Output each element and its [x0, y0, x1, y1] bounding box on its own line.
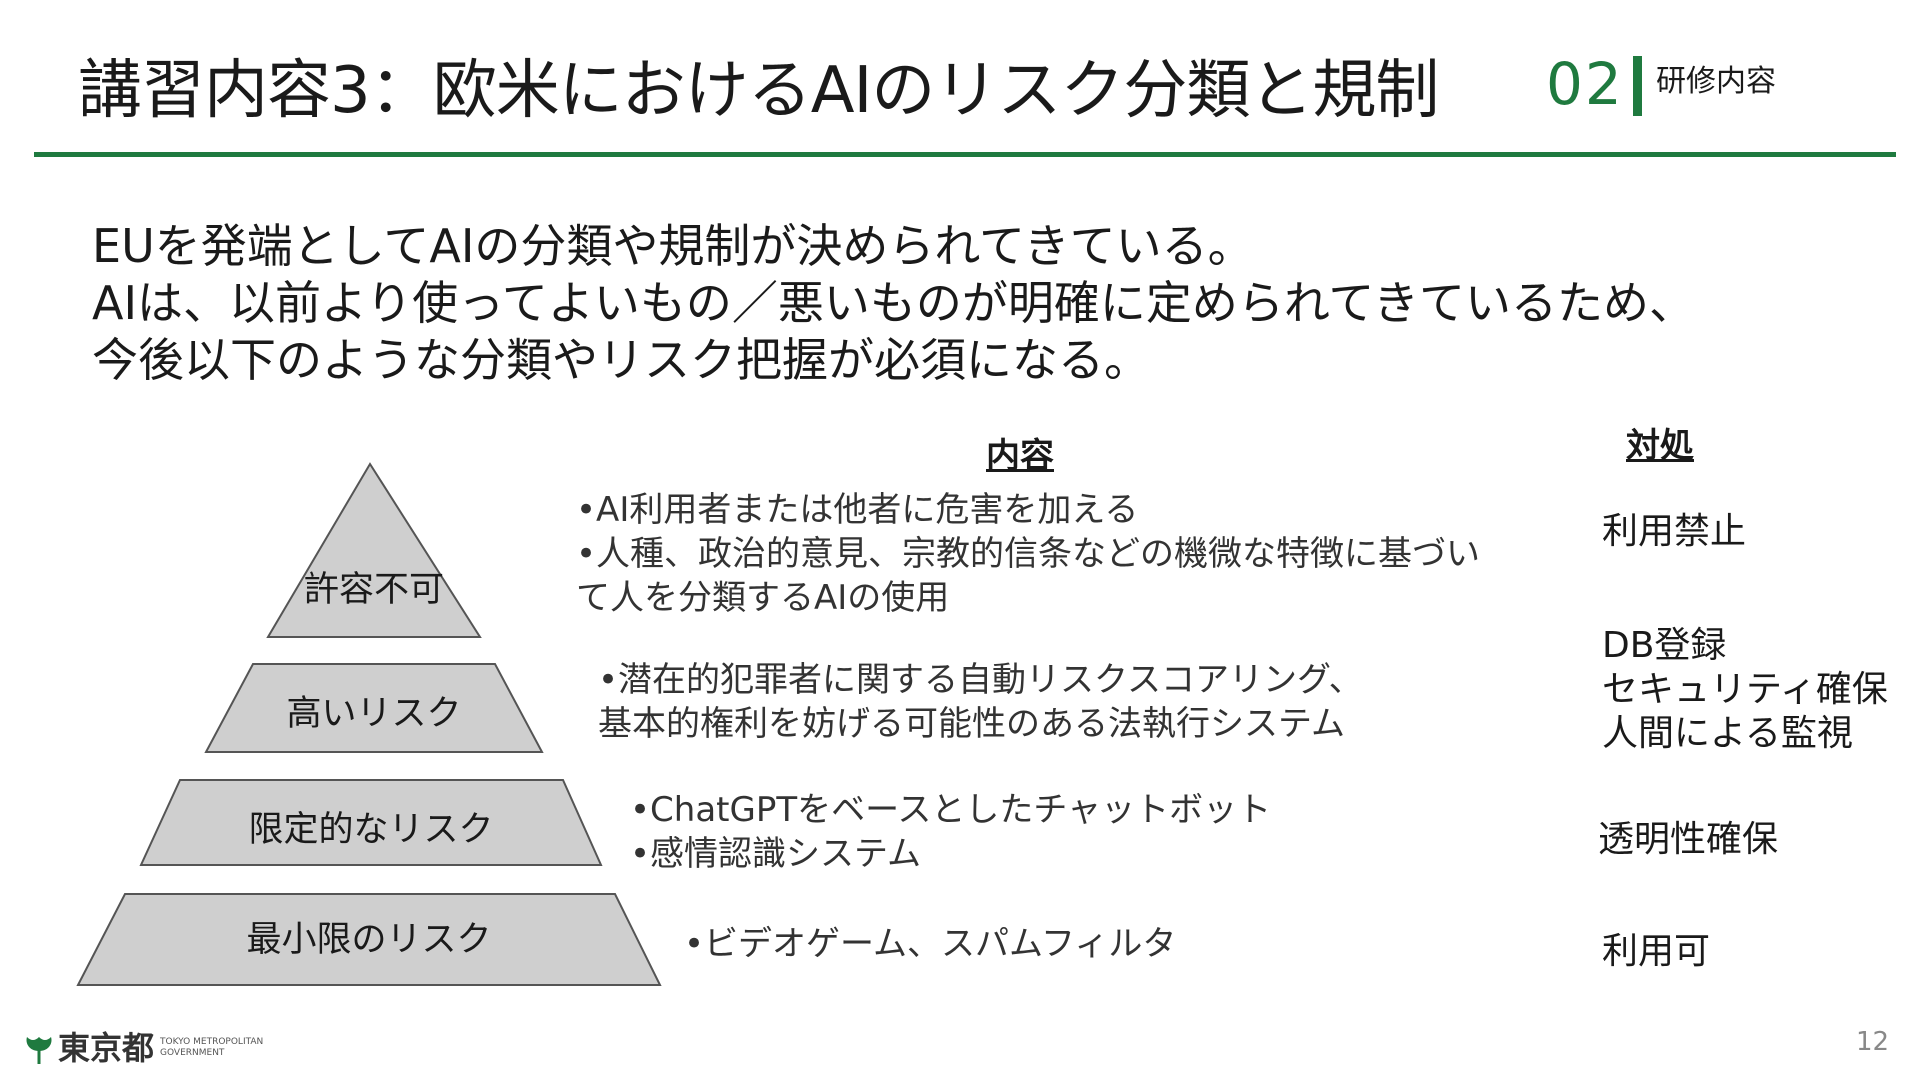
tier-action-high: DB登録 セキュリティ確保 人間による監視 — [1602, 624, 1888, 756]
section-divider-bar — [1633, 56, 1642, 116]
content-line: 基本的権利を妨げる可能性のある法執行システム — [598, 704, 1345, 744]
logo-text: 東京都 — [58, 1029, 155, 1067]
action-line: DB登録 — [1602, 625, 1727, 666]
intro-line: 今後以下のような分類やリスク把握が必須になる。 — [92, 333, 1150, 387]
section-label: 研修内容 — [1656, 64, 1776, 99]
tier-content-minimal: •ビデオゲーム、スパムフィルタ — [684, 922, 1176, 966]
tier-label-high: 高いリスク — [286, 694, 462, 734]
action-line: 利用可 — [1602, 931, 1711, 972]
pyramid-tier-minimal — [76, 893, 662, 986]
action-line: 透明性確保 — [1598, 819, 1779, 860]
tier-content-unacceptable: •AI利用者または他者に危害を加える •人種、政治的意見、宗教的信条などの機微な… — [576, 488, 1480, 620]
action-line: 人間による監視 — [1602, 713, 1853, 754]
action-column-header: 対処 — [1626, 426, 1694, 466]
content-line: •感情認識システム — [630, 834, 922, 874]
section-number: 02 — [1546, 50, 1624, 118]
pyramid-tier-unacceptable — [266, 462, 482, 638]
intro-line: AIは、以前より使ってよいもの／悪いものが明確に定められてきているため、 — [92, 276, 1696, 330]
logo-subtext-line: TOKYO METROPOLITAN — [160, 1037, 264, 1047]
content-line: •人種、政治的意見、宗教的信条などの機微な特徴に基づい — [576, 534, 1481, 574]
content-line: •ChatGPTをベースとしたチャットボット — [630, 790, 1272, 830]
logo-subtext-line: GOVERNMENT — [160, 1048, 225, 1058]
page-title: 講習内容3：欧米におけるAIのリスク分類と規制 — [78, 54, 1439, 128]
tier-action-limited: 透明性確保 — [1598, 818, 1778, 862]
tier-content-limited: •ChatGPTをベースとしたチャットボット •感情認識システム — [630, 788, 1271, 876]
intro-paragraph: EUを発端としてAIの分類や規制が決められてきている。 AIは、以前より使ってよ… — [92, 218, 1792, 389]
content-line: •潜在的犯罪者に関する自動リスクスコアリング、 — [598, 660, 1363, 700]
content-line: •ビデオゲーム、スパムフィルタ — [684, 924, 1177, 964]
risk-pyramid — [76, 462, 662, 986]
tier-content-high: •潜在的犯罪者に関する自動リスクスコアリング、 基本的権利を妨げる可能性のある法… — [598, 658, 1363, 746]
action-line: セキュリティ確保 — [1602, 669, 1888, 710]
pyramid-tier-limited — [139, 779, 603, 866]
tier-action-minimal: 利用可 — [1602, 930, 1710, 974]
intro-line: EUを発端としてAIの分類や規制が決められてきている。 — [92, 219, 1254, 273]
action-line: 利用禁止 — [1602, 511, 1747, 552]
tier-action-unacceptable: 利用禁止 — [1602, 510, 1746, 554]
tier-label-unacceptable: 許容不可 — [303, 570, 444, 610]
logo-subtext: TOKYO METROPOLITAN GOVERNMENT — [160, 1037, 263, 1059]
content-column-header: 内容 — [986, 436, 1054, 476]
page-number: 12 — [1856, 1027, 1890, 1057]
ginkgo-leaf-icon — [26, 1037, 52, 1064]
tier-label-limited: 限定的なリスク — [248, 810, 494, 850]
tokyo-logo: 東京都 TOKYO METROPOLITAN GOVERNMENT — [24, 1028, 263, 1068]
header-rule — [34, 152, 1896, 157]
pyramid-tier-high — [204, 663, 544, 753]
content-line: •AI利用者または他者に危害を加える — [576, 490, 1139, 530]
content-line: て人を分類するAIの使用 — [576, 578, 950, 618]
tier-label-minimal: 最小限のリスク — [246, 920, 492, 960]
